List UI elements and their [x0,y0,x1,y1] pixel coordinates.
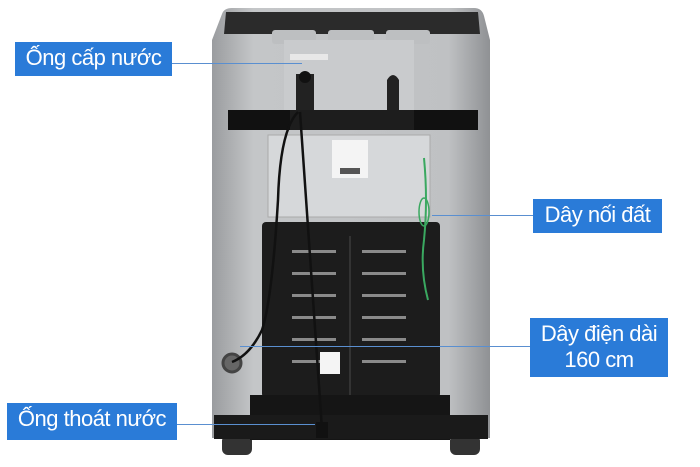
callout-power-cord-line2: 160 cm [564,347,634,372]
leader-line-water-inlet [172,63,302,64]
callout-drain-hose: Ống thoát nước [7,403,177,440]
ground-wire [421,157,429,301]
callout-power-cord-line1: Dây điện dài [540,321,658,346]
callout-water-inlet: Ống cấp nước [15,42,172,76]
power-plug [316,422,328,438]
callout-ground-wire: Dây nối đất [533,199,662,233]
water-inlet-port [299,71,311,83]
leader-line-ground-wire [432,215,533,216]
drain-outlet [221,352,243,374]
leader-line-drain-hose [177,424,315,425]
top-lid [224,12,480,34]
cord-tag [320,352,340,374]
foot-right [450,435,480,455]
foot-left [222,435,252,455]
callout-power-cord: Dây điện dài 160 cm [530,318,668,377]
leader-line-power-cord [240,346,530,347]
